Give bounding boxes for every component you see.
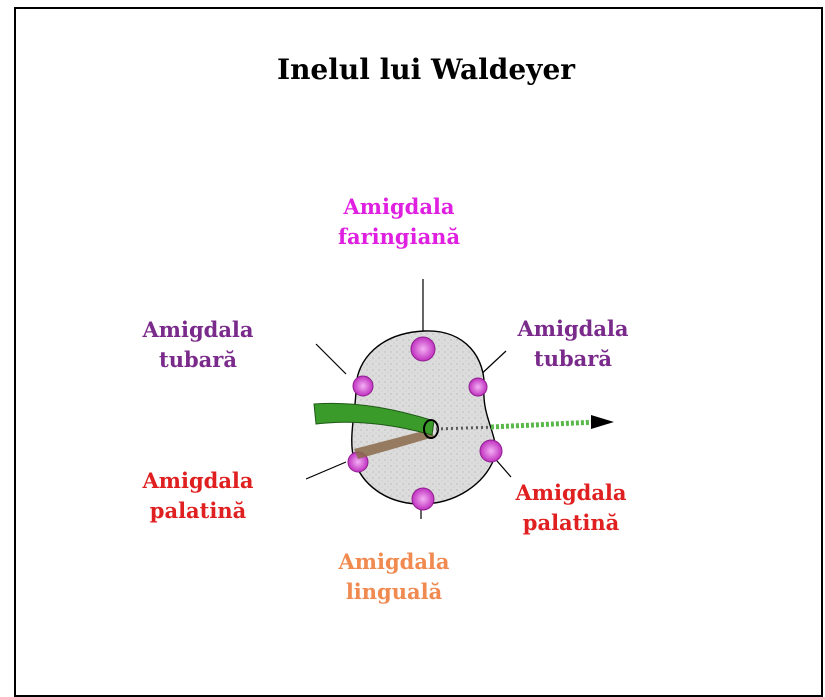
label-tubal-tonsil-left: Amigdala tubară bbox=[128, 315, 268, 375]
label-line: linguală bbox=[324, 577, 464, 607]
diagram-title: Inelul lui Waldeyer bbox=[256, 53, 596, 86]
label-line: Amigdala bbox=[319, 192, 479, 222]
arrow-shaft bbox=[491, 422, 596, 427]
pointer-line-palatine-left bbox=[306, 462, 346, 479]
label-pharyngeal-tonsil: Amigdala faringiană bbox=[319, 192, 479, 252]
tonsil-tubal-left bbox=[353, 376, 373, 396]
tonsil-lingual bbox=[412, 488, 434, 510]
label-line: Amigdala bbox=[128, 466, 268, 496]
figure-frame: Inelul lui Waldeyer Amigdala faringiană … bbox=[14, 7, 823, 697]
label-line: tubară bbox=[128, 345, 268, 375]
label-lingual-tonsil: Amigdala linguală bbox=[324, 547, 464, 607]
label-line: faringiană bbox=[319, 222, 479, 252]
pointer-line-tubal-left bbox=[316, 344, 346, 374]
tonsil-tubal-right bbox=[469, 378, 487, 396]
label-palatine-tonsil-left: Amigdala palatină bbox=[128, 466, 268, 526]
tonsil-pharyngeal bbox=[411, 337, 435, 361]
label-line: Amigdala bbox=[324, 547, 464, 577]
label-line: Amigdala bbox=[128, 315, 268, 345]
label-line: palatină bbox=[128, 496, 268, 526]
arrow-head bbox=[591, 415, 614, 429]
tonsil-palatine-right bbox=[480, 440, 502, 462]
waldeyer-ring-diagram bbox=[306, 279, 636, 529]
